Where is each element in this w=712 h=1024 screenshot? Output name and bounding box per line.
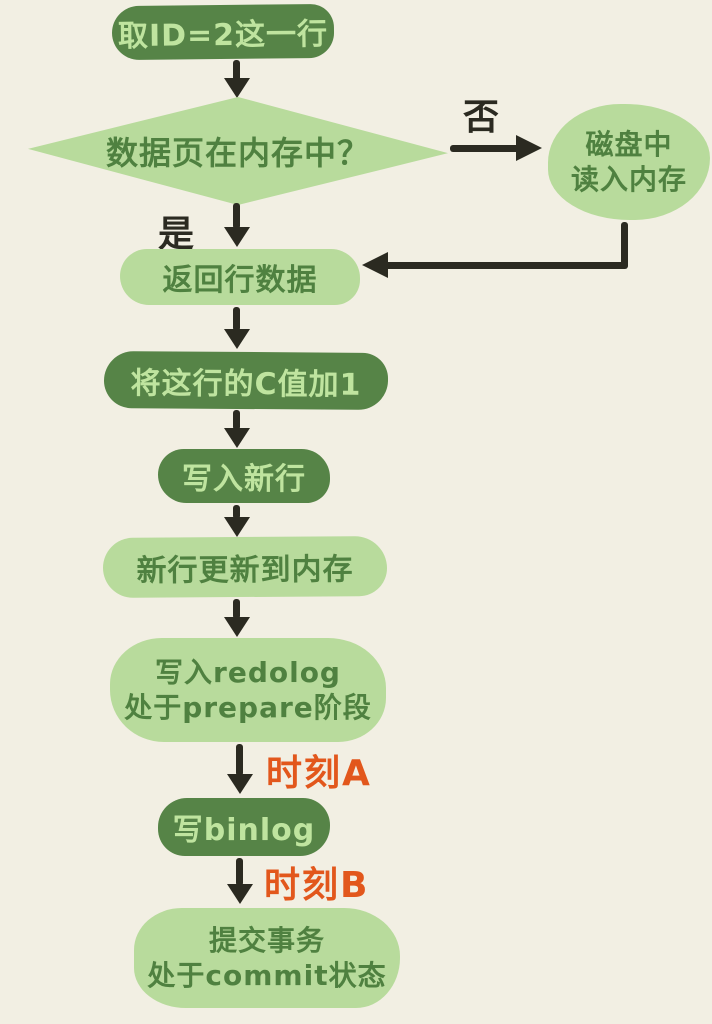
node-write-redolog: 写入redolog 处于prepare阶段 [110,638,386,742]
edge-label-moment-b: 时刻B [264,865,370,906]
node-disk-read: 磁盘中 读入内存 [548,104,710,220]
node-return-row: 返回行数据 [120,249,360,305]
arrow-updatemem-to-redolog-line [233,599,240,619]
arrow-redolog-to-binlog-line [236,744,243,776]
arrow-no-branch-head [516,135,542,161]
arrow-binlog-to-commit-head [227,884,253,904]
node-write-binlog: 写binlog [158,798,330,856]
arrow-return-to-increment-head [224,329,250,349]
arrow-redolog-to-binlog-head [227,774,253,794]
edge-label-no: 否 [463,97,500,138]
arrow-return-to-increment-line [233,307,240,331]
arrow-binlog-to-commit-line [236,858,243,886]
node-page-in-memory: 数据页在内存中？ [28,97,448,205]
node-increment-c-label: 将这行的C值加1 [130,365,362,403]
edge-label-yes: 是 [158,214,195,255]
node-write-binlog-label: 写binlog [172,813,316,848]
node-increment-c: 将这行的C值加1 [103,351,389,410]
node-commit-transaction-line1: 提交事务 [208,924,325,957]
arrow-writenew-to-updatemem-head [224,517,250,537]
edge-label-moment-a: 时刻A [266,753,372,794]
node-fetch-row: 取ID=2这一行 [111,3,335,61]
arrow-disk-to-return-hline [380,262,628,269]
arrow-no-branch-line [450,145,520,152]
node-write-new-row-label: 写入新行 [182,462,306,497]
node-update-memory-label: 新行更新到内存 [136,552,354,589]
arrow-fetch-to-diamond-head [224,78,250,98]
node-write-redolog-line2: 处于prepare阶段 [124,691,372,724]
arrow-disk-to-return-vline [621,222,628,268]
node-commit-transaction: 提交事务 处于commit状态 [134,908,400,1008]
arrow-fetch-to-diamond-line [233,60,240,82]
arrow-increment-to-writenew-line [233,410,240,430]
node-update-memory: 新行更新到内存 [102,536,388,598]
node-write-redolog-line1: 写入redolog [155,656,341,689]
arrow-updatemem-to-redolog-head [224,617,250,637]
node-disk-read-line2: 读入内存 [570,163,687,196]
node-page-in-memory-label: 数据页在内存中？ [105,134,370,172]
node-fetch-row-label: 取ID=2这一行 [117,16,329,55]
arrow-disk-to-return-head [362,252,388,278]
arrow-writenew-to-updatemem-line [233,505,240,519]
node-disk-read-line1: 磁盘中 [585,128,673,161]
node-commit-transaction-line2: 处于commit状态 [147,959,387,992]
arrow-increment-to-writenew-head [224,428,250,448]
arrow-yes-branch-head [224,227,250,247]
arrow-yes-branch-line [233,203,240,229]
node-write-new-row: 写入新行 [158,449,330,503]
node-return-row-label: 返回行数据 [162,263,318,298]
